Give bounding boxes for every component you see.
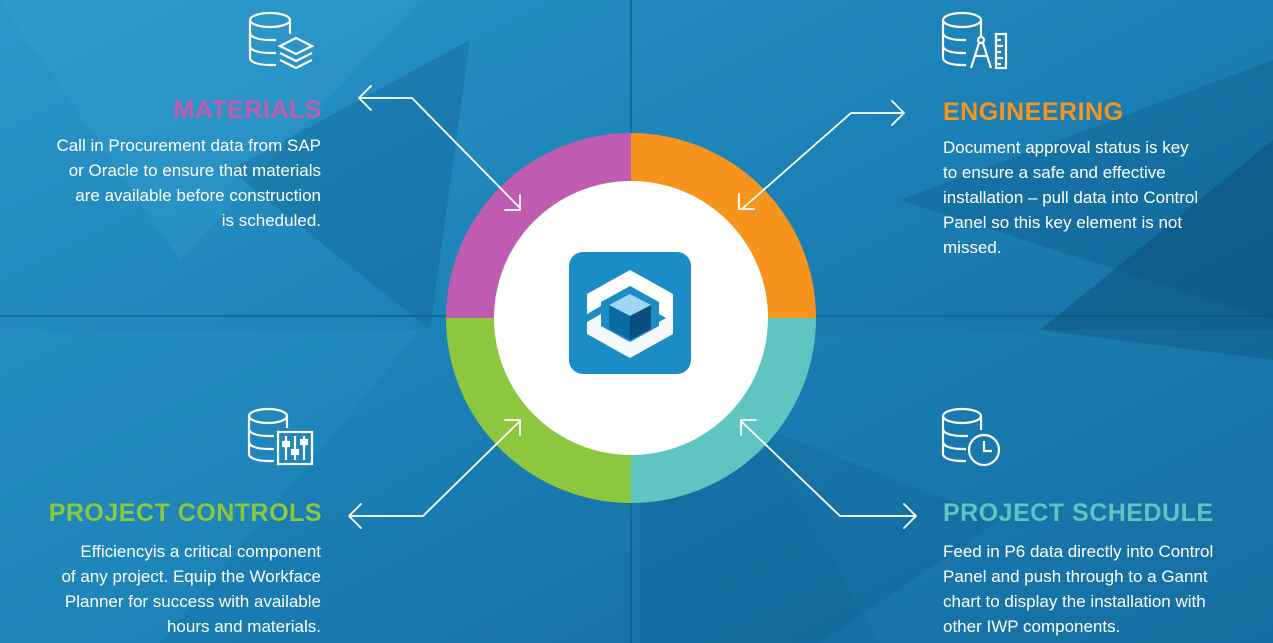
- ring-segment-project-schedule: [631, 318, 816, 503]
- project-controls-line: Efficiencyis a critical component: [80, 542, 321, 561]
- database-clock-icon: [941, 407, 1001, 467]
- project-controls-line: Planner for success with available: [64, 592, 321, 611]
- database-drafting-tools-icon: [941, 11, 1008, 70]
- engineering-line: Panel so this key element is not: [943, 213, 1183, 232]
- materials-description: Call in Procurement data from SAP or Ora…: [0, 133, 321, 233]
- project-schedule-title: PROJECT SCHEDULE: [943, 499, 1214, 527]
- project-schedule-line: chart to display the installation with: [943, 592, 1206, 611]
- project-schedule-line: other IWP components.: [943, 617, 1121, 636]
- arrow-engineering: [738, 100, 905, 210]
- arrow-project-schedule: [740, 419, 917, 529]
- engineering-line: installation – pull data into Control: [943, 188, 1199, 207]
- ring-segment-engineering: [631, 133, 816, 318]
- arrow-project-controls: [348, 419, 521, 529]
- ring-segment-materials: [446, 133, 631, 318]
- arrow-materials: [358, 85, 521, 211]
- project-schedule-line: Feed in P6 data directly into Control: [943, 542, 1214, 561]
- materials-line: Call in Procurement data from SAP: [56, 136, 321, 155]
- engineering-line: Document approval status is key: [943, 138, 1189, 157]
- materials-line: are available before construction: [75, 186, 321, 205]
- engineering-line: to ensure a safe and effective: [943, 163, 1166, 182]
- project-controls-title: PROJECT CONTROLS: [48, 499, 322, 527]
- project-controls-line: of any project. Equip the Workface: [61, 567, 321, 586]
- materials-line: or Oracle to ensure that materials: [68, 161, 321, 180]
- database-sliders-icon: [247, 407, 314, 466]
- database-layers-icon: [248, 11, 315, 70]
- engineering-line: missed.: [943, 238, 1002, 257]
- cube-logo-icon: [569, 252, 691, 374]
- engineering-title: ENGINEERING: [943, 98, 1124, 126]
- materials-title: MATERIALS: [173, 96, 322, 124]
- project-schedule-line: Panel and push through to a Gannt: [943, 567, 1208, 586]
- project-schedule-description: Feed in P6 data directly into Control Pa…: [943, 539, 1268, 639]
- engineering-description: Document approval status is key to ensur…: [943, 135, 1263, 260]
- project-controls-description: Efficiencyis a critical component of any…: [0, 539, 321, 639]
- project-controls-line: hours and materials.: [166, 617, 321, 636]
- materials-line: is scheduled.: [221, 211, 321, 230]
- ring-segment-project-controls: [446, 318, 631, 503]
